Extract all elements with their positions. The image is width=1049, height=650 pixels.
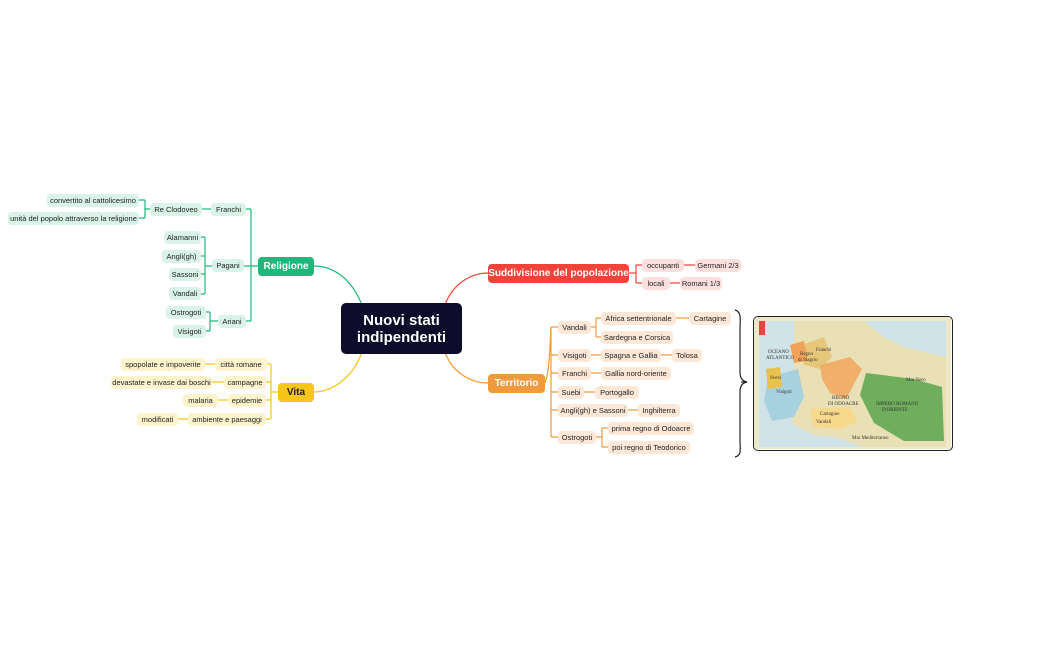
connector-vita-leaves (178, 363, 228, 420)
node-angli[interactable]: Angli(gh) (162, 250, 201, 263)
node-citta-romane[interactable]: città romane (215, 358, 267, 371)
node-epidemie[interactable]: epidemie (228, 394, 266, 407)
node-campagne[interactable]: campagne (224, 376, 266, 389)
node-teodorico[interactable]: poi regno di Teodorico (608, 441, 690, 454)
map-label-impero1: IMPERO ROMANO (876, 402, 919, 407)
connector-territorio-trunk (544, 326, 558, 438)
central-topic-line1: Nuovi stati (363, 311, 440, 329)
connector-religione-trunk (244, 208, 258, 322)
node-tolosa[interactable]: Tolosa (672, 349, 702, 362)
node-portogallo[interactable]: Portogallo (595, 386, 639, 399)
connector-suddivisione-leaves (670, 264, 695, 284)
connector-pagani-leaves (201, 236, 212, 295)
connector-suddivisione-trunk (629, 264, 642, 284)
node-unita[interactable]: unità del popolo attraverso la religione (8, 212, 139, 225)
node-occupanti[interactable]: occupanti (642, 259, 684, 272)
topic-religione[interactable]: Religione (258, 257, 314, 276)
node-t-visigoti[interactable]: Visigoti (558, 349, 591, 362)
connector-ariani-leaves (206, 311, 218, 332)
map-label-oceano2: ATLANTICO (766, 356, 794, 361)
node-ambiente[interactable]: ambiente e paesaggi (188, 413, 266, 426)
node-re-clodoveo[interactable]: Re Clodoveo (150, 203, 202, 216)
node-visigoti[interactable]: Visigoti (173, 325, 206, 338)
topic-vita[interactable]: Vita (278, 383, 314, 402)
map-label-impero2: D'ORIENTE (882, 408, 908, 413)
node-t-angli[interactable]: Angli(gh) e Sassoni (558, 404, 628, 417)
node-sassoni[interactable]: Sassoni (169, 268, 201, 281)
map-label-franchi: Franchi (816, 348, 832, 353)
node-pagani[interactable]: Pagani (212, 259, 244, 272)
node-suebi[interactable]: Suebi (558, 386, 584, 399)
node-t-franchi[interactable]: Franchi (558, 367, 591, 380)
node-sardegna[interactable]: Sardegna e Corsica (601, 331, 673, 344)
connector-vita-trunk (266, 363, 278, 420)
node-modificati[interactable]: modificati (137, 413, 178, 426)
node-inghilterra[interactable]: Inghilterra (638, 404, 680, 417)
map-label-vandali: Vandali (816, 420, 832, 425)
topic-suddivisione[interactable]: Suddivisione del popolazione (488, 264, 629, 283)
connector-suddivisione (444, 272, 489, 306)
node-alamanni[interactable]: Alamanni (164, 231, 201, 244)
node-malaria[interactable]: malaria (183, 394, 218, 407)
node-franchi[interactable]: Franchi (211, 203, 246, 216)
connector-clodoveo-leaves (139, 199, 150, 219)
node-odoacre[interactable]: prima regno di Odoacre (608, 422, 694, 435)
map-label-regno1: Regno (800, 352, 814, 357)
node-t-vandali[interactable]: Vandali (558, 321, 591, 334)
map-label-odoacre1: REGNO (832, 396, 850, 401)
node-vandali[interactable]: Vandali (169, 287, 201, 300)
central-topic-line2: indipendenti (356, 328, 447, 346)
node-spopolate[interactable]: spopolate e impoverite (121, 358, 205, 371)
map-label-mediterraneo: Mar Mediterraneo (852, 436, 889, 441)
map-label-visigoti: Visigoti (776, 390, 792, 395)
connector-territorio-leaves (584, 354, 672, 411)
map-label-svevi: Svevi (770, 376, 782, 381)
connector-territorio (444, 351, 489, 384)
historical-map: OCEANO ATLANTICO Svevi Visigoti Franchi … (754, 317, 951, 449)
node-cartagine[interactable]: Cartagine (689, 312, 731, 325)
node-germani[interactable]: Germani 2/3 (695, 259, 741, 272)
node-romani[interactable]: Romani 1/3 (680, 277, 722, 290)
map-label-oceano1: OCEANO (768, 350, 789, 355)
bracket-to-map (734, 309, 748, 458)
connector-vita (313, 351, 363, 393)
node-spagna[interactable]: Spagna e Gallia (601, 349, 661, 362)
node-convertito[interactable]: convertito al cattolicesimo (47, 194, 139, 207)
node-ostrogoti[interactable]: Ostrogoti (166, 306, 206, 319)
map-label-cartagine: Cartagine (820, 412, 840, 417)
map-image-frame[interactable]: OCEANO ATLANTICO Svevi Visigoti Franchi … (753, 316, 953, 451)
map-label-odoacre2: DI ODOACRE (828, 402, 859, 407)
connector-vandali-leaves (591, 317, 689, 338)
connector-religione (313, 265, 363, 306)
node-africa[interactable]: Africa settentrionale (601, 312, 676, 325)
node-t-ostrogoti[interactable]: Ostrogoti (558, 431, 596, 444)
node-ariani[interactable]: Ariani (218, 315, 246, 328)
map-label-mar-nero: Mar Nero (906, 378, 926, 383)
connector-ostrogoti-leaves (596, 427, 608, 448)
node-devastate[interactable]: devastate e invase dai boschi (111, 376, 212, 389)
topic-territorio[interactable]: Territorio (488, 374, 545, 393)
node-gallia[interactable]: Gallia nord-oriente (601, 367, 671, 380)
node-locali[interactable]: locali (642, 277, 670, 290)
central-topic[interactable]: Nuovi stati indipendenti (341, 303, 462, 354)
map-label-regno2: di Siagrio (798, 358, 818, 363)
